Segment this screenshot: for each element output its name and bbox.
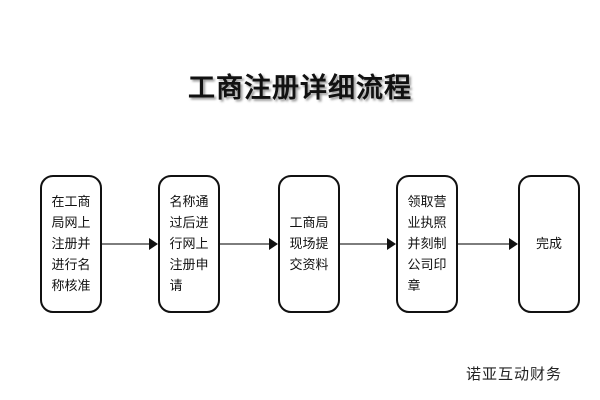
watermark-label: 诺亚互动财务 — [466, 365, 563, 383]
connector-arrow-4 — [458, 236, 518, 252]
arrow-head-icon — [269, 238, 278, 250]
flow-step-4[interactable]: 领取营 业执照 并刻制 公司印 章 — [396, 175, 458, 313]
connector-line — [340, 243, 388, 245]
flow-step-1[interactable]: 在工商 局网上 注册并 进行名 称核准 — [40, 175, 102, 313]
flow-step-5-label: 完成 — [535, 236, 562, 252]
connector-arrow-1 — [102, 236, 158, 252]
connector-line — [220, 243, 270, 245]
flow-step-4-label: 领取营 业执照 并刻制 公司印 章 — [407, 194, 447, 294]
flow-step-5[interactable]: 完成 — [518, 175, 580, 313]
flow-step-2-label: 名称通 过后进 行网上 注册申 请 — [169, 194, 209, 294]
connector-arrow-3 — [340, 236, 396, 252]
flow-step-3[interactable]: 工商局 现场提 交资料 — [278, 175, 340, 313]
arrow-head-icon — [509, 238, 518, 250]
arrow-head-icon — [149, 238, 158, 250]
connector-line — [458, 243, 510, 245]
connector-arrow-2 — [220, 236, 278, 252]
flow-step-3-label: 工商局 现场提 交资料 — [289, 215, 329, 273]
arrow-head-icon — [387, 238, 396, 250]
page-title: 工商注册详细流程 — [188, 73, 412, 104]
connector-line — [102, 243, 150, 245]
flow-step-2[interactable]: 名称通 过后进 行网上 注册申 请 — [158, 175, 220, 313]
flow-step-1-label: 在工商 局网上 注册并 进行名 称核准 — [51, 194, 91, 294]
